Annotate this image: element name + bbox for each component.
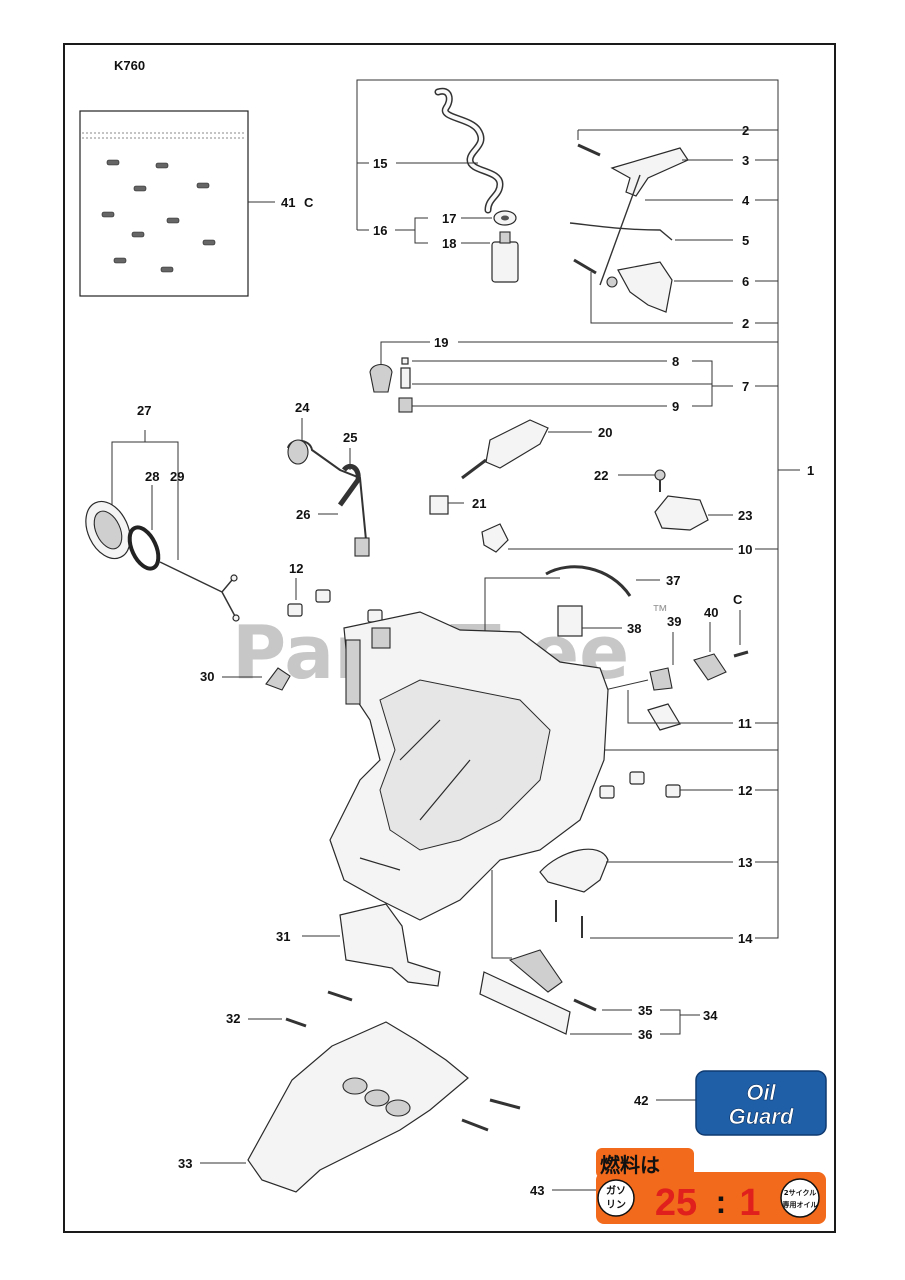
callout-32: 32	[226, 1011, 240, 1026]
fuel-filter	[491, 241, 519, 283]
ratio-colon: :	[716, 1184, 727, 1220]
throttle-spring	[569, 222, 673, 241]
oil-line1: 2サイクル	[784, 1188, 817, 1197]
oil-line2: 専用オイル	[783, 1200, 818, 1209]
guard-plate-33	[247, 1021, 469, 1193]
callout-5: 5	[742, 233, 749, 248]
callout-16: 16	[373, 223, 387, 238]
callout-37: 37	[666, 573, 680, 588]
callout-2-top: 2	[742, 123, 749, 138]
callout-34: 34	[703, 1008, 718, 1023]
callout-43: 43	[530, 1183, 544, 1198]
callout-21: 21	[472, 496, 486, 511]
callout-22: 22	[594, 468, 608, 483]
callout-c: C	[733, 592, 743, 607]
plate-36	[479, 971, 571, 1035]
callout-41: 41	[281, 195, 295, 210]
primer-bulb	[369, 363, 393, 393]
callout-28: 28	[145, 469, 159, 484]
callout-12-left: 12	[289, 561, 303, 576]
gasoline-line2: リン	[606, 1199, 626, 1211]
throttle-lockout	[617, 261, 673, 313]
callout-29: 29	[170, 469, 184, 484]
terminal-39	[649, 667, 673, 691]
callout-7: 7	[742, 379, 749, 394]
screw-32c	[489, 1098, 521, 1110]
ignition-module	[557, 605, 583, 637]
ratio-left: 25	[655, 1182, 697, 1224]
terminal-40	[693, 653, 727, 681]
callout-39: 39	[667, 614, 681, 629]
part-11	[647, 703, 681, 731]
throttle-trigger	[610, 147, 689, 197]
callout-12-right: 12	[738, 783, 752, 798]
callout-42: 42	[634, 1093, 648, 1108]
grommet	[337, 463, 361, 507]
callout-1: 1	[807, 463, 814, 478]
screw-32b	[327, 990, 353, 1002]
callout-18: 18	[442, 236, 456, 251]
screw-kit-bag	[79, 110, 249, 297]
callout-10: 10	[738, 542, 752, 557]
callout-35: 35	[638, 1003, 652, 1018]
pin-top	[577, 143, 601, 157]
ignition-switch	[654, 495, 709, 531]
callout-2-bottom: 2	[742, 316, 749, 331]
screw-c	[733, 650, 749, 658]
fuel-heading: 燃料は	[600, 1153, 660, 1177]
callout-41-suffix: C	[304, 195, 314, 210]
callout-14: 14	[738, 931, 753, 946]
screw-32d	[461, 1118, 489, 1132]
callout-26: 26	[296, 507, 310, 522]
oil-guard-badge: Oil Guard	[695, 1070, 827, 1136]
bracket-31	[339, 903, 441, 987]
oil-guard-line1: Oil	[746, 1080, 776, 1105]
callout-19: 19	[434, 335, 448, 350]
callout-38: 38	[627, 621, 641, 636]
clip-30	[265, 667, 291, 691]
fuel-ratio-badge: 燃料は ガソ リン 25 : 1 2サイクル 専用オイル	[596, 1148, 826, 1224]
callout-3: 3	[742, 153, 749, 168]
screw-35	[573, 998, 597, 1012]
model-title: K760	[114, 58, 145, 73]
valve-fitting	[398, 397, 413, 413]
callout-25: 25	[343, 430, 357, 445]
callout-20: 20	[598, 425, 612, 440]
callout-17: 17	[442, 211, 456, 226]
buffer-spring	[508, 949, 563, 993]
valve-body	[400, 367, 411, 389]
callout-9: 9	[672, 399, 679, 414]
diagram-frame	[63, 43, 836, 1233]
watermark-tm: ™	[652, 603, 668, 620]
seal-ring	[127, 525, 161, 571]
grip-13	[539, 848, 609, 893]
callout-40: 40	[704, 605, 718, 620]
callout-33: 33	[178, 1156, 192, 1171]
ratio-right: 1	[739, 1182, 760, 1224]
callout-36: 36	[638, 1027, 652, 1042]
callout-24: 24	[295, 400, 310, 415]
callout-6: 6	[742, 274, 749, 289]
callout-31: 31	[276, 929, 290, 944]
clip-10	[481, 523, 509, 553]
gasoline-line1: ガソ	[606, 1184, 626, 1197]
pin-bottom	[573, 258, 597, 275]
callout-27: 27	[137, 403, 151, 418]
clip-21	[429, 495, 449, 515]
strap	[159, 561, 237, 619]
throttle-rod	[599, 174, 641, 286]
wire-37	[545, 565, 632, 597]
switch-bracket	[485, 419, 549, 469]
callout-30: 30	[200, 669, 214, 684]
oil-guard-line2: Guard	[729, 1104, 794, 1129]
callout-23: 23	[738, 508, 752, 523]
callout-13: 13	[738, 855, 752, 870]
callout-15: 15	[373, 156, 387, 171]
callout-8: 8	[672, 354, 679, 369]
callout-4: 4	[742, 193, 750, 208]
callout-11: 11	[738, 716, 752, 731]
screw-32a	[285, 1017, 307, 1028]
